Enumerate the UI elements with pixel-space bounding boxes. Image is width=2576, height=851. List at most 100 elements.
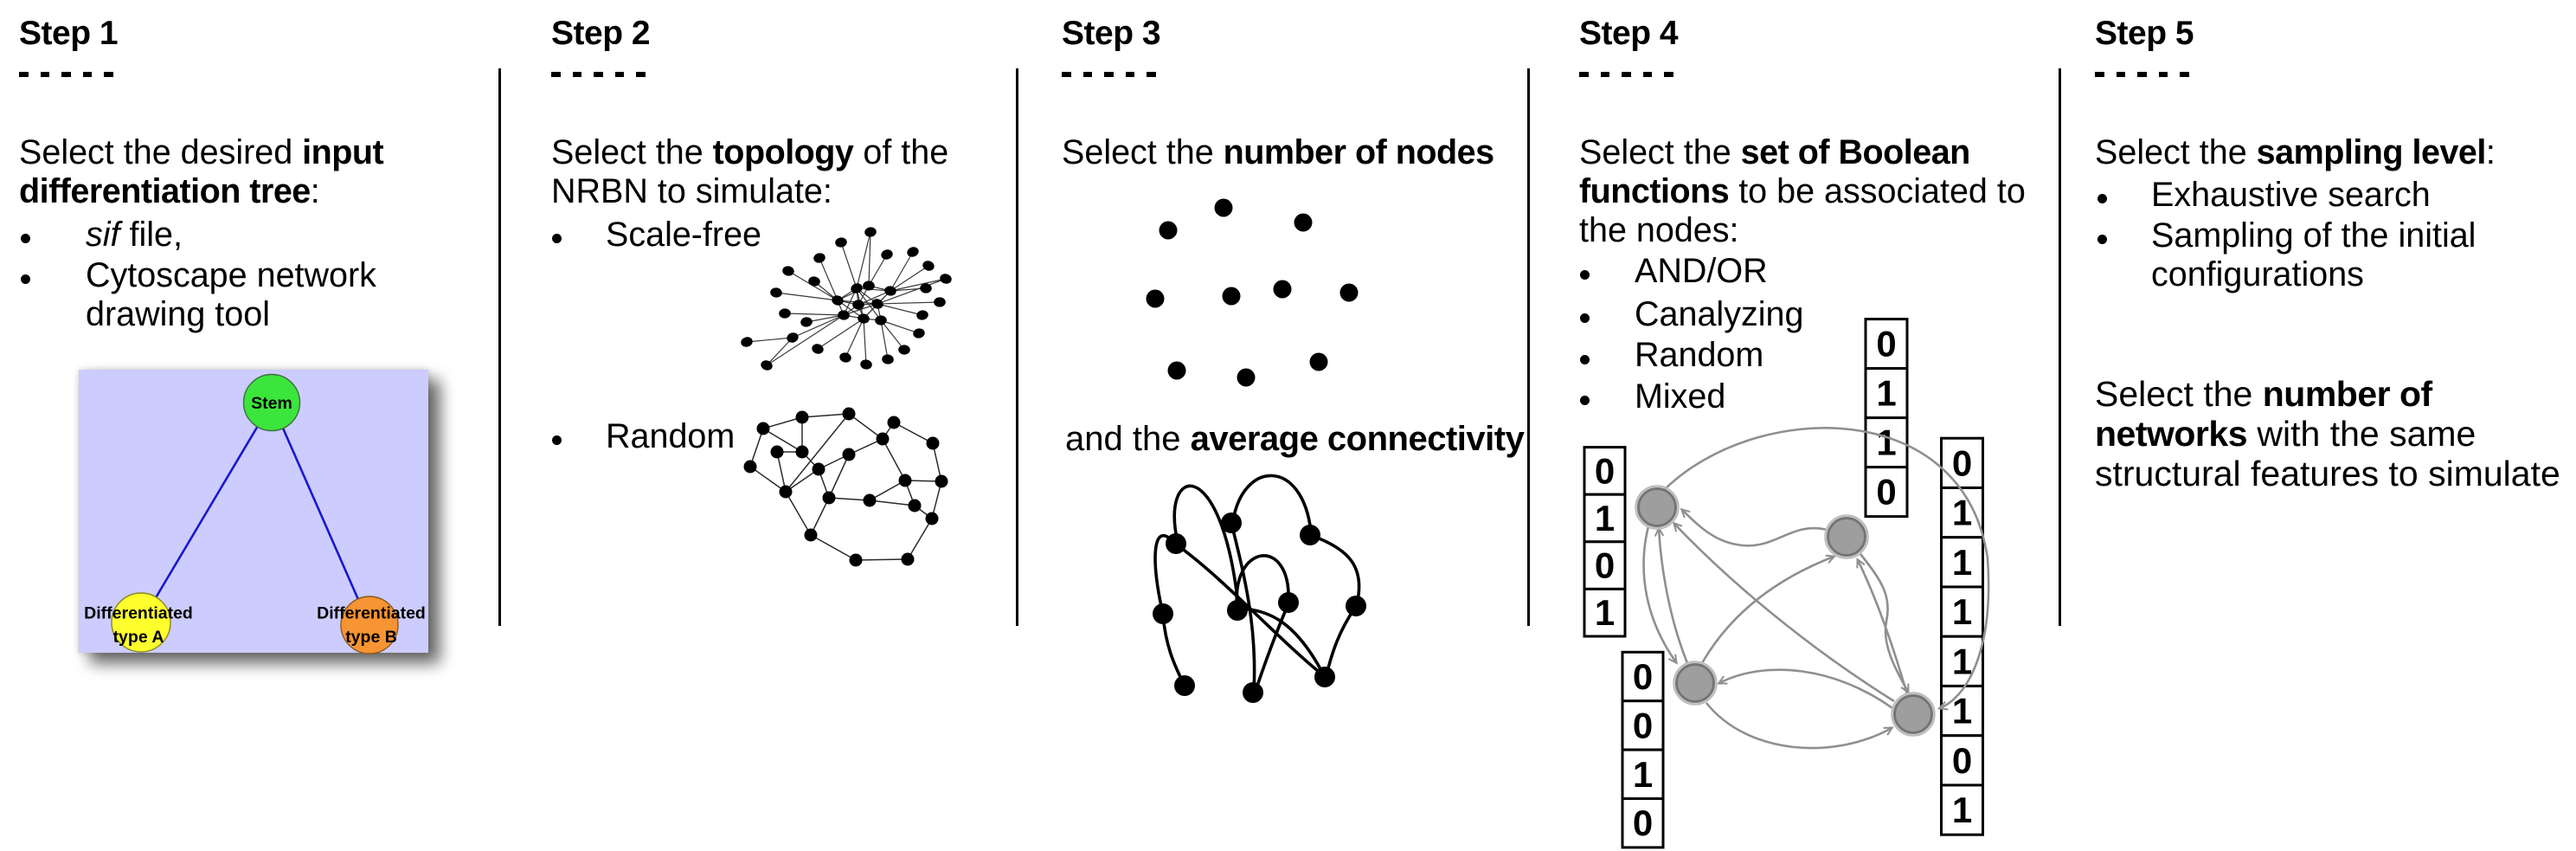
dash (1125, 72, 1134, 77)
network-edge (869, 500, 915, 506)
vector-cell-value: 1 (1952, 641, 1972, 681)
text-line: differentiation tree: (19, 172, 383, 211)
vector-cell (1940, 635, 1984, 687)
network-node (808, 276, 820, 287)
dash (1664, 72, 1673, 77)
network-node (741, 337, 753, 347)
network-node (876, 432, 890, 446)
vector-cell-value: 0 (1595, 545, 1615, 586)
network-node (795, 410, 809, 424)
boolean-edge (1659, 529, 1689, 664)
boolean-node-halo (1673, 661, 1718, 706)
dash (614, 72, 624, 77)
node-dot (1167, 361, 1186, 380)
step-1-bullet-cytoscape: Cytoscape network drawing tool (86, 256, 376, 334)
divider-2 (1016, 68, 1018, 626)
vector-cell (1583, 493, 1627, 544)
tangle-node (1153, 603, 1173, 624)
tangle-edge (1238, 607, 1327, 679)
text-segment: of the (853, 133, 949, 171)
network-edge (810, 534, 857, 561)
network-edge (801, 413, 850, 418)
network-edge (868, 254, 888, 287)
network-edge (880, 319, 889, 360)
boolean-node-halo (1635, 485, 1680, 530)
network-edge (792, 314, 845, 338)
network-edge (880, 319, 905, 351)
type-a-node (111, 592, 171, 653)
network-edge (890, 278, 947, 292)
text-line: Select the desired input (19, 133, 384, 172)
step-4-bullet-canalyzing: Canalyzing (1635, 294, 1804, 333)
dashed-separator (2095, 72, 2189, 77)
dash (40, 72, 49, 77)
vector-cell (1864, 318, 1909, 371)
network-edge (877, 278, 947, 305)
type-a-label-line2: type A (113, 628, 164, 647)
divider-4 (2059, 68, 2061, 626)
boolean-node (1827, 517, 1866, 557)
vector-cell (1583, 540, 1627, 590)
network-node (770, 287, 782, 298)
network-edge (845, 318, 864, 358)
text-segment: and the (1065, 420, 1191, 458)
vector-cell-value: 1 (1595, 498, 1615, 538)
vector-cell (1940, 585, 1984, 638)
network-node (926, 436, 940, 450)
network-edge (749, 428, 764, 467)
tangle-edge (1153, 534, 1176, 616)
vector-cell (1940, 783, 1984, 836)
bullet-icon (2097, 194, 2107, 203)
vector-cell-value: 0 (1595, 450, 1615, 491)
step-4-bullet-mixed: Mixed (1635, 377, 1726, 416)
network-edge (877, 303, 923, 316)
text-segment-bold: set of Boolean (1740, 133, 1971, 171)
step-2-bullet-scale-free: Scale-free (606, 216, 762, 254)
network-node (743, 460, 757, 474)
tangle-node (1346, 596, 1366, 616)
step-5-intro: Select the sampling level: (2095, 133, 2496, 172)
scale-free-nodes (741, 227, 952, 371)
dash (572, 72, 581, 77)
tangle-node (1227, 600, 1248, 621)
network-edge (746, 337, 793, 343)
text-line: and the average connectivity (1065, 420, 1525, 459)
type-b-node (340, 596, 399, 654)
network-node (832, 295, 844, 306)
node-dot (1214, 198, 1233, 217)
vector-cell-value: 0 (1876, 472, 1896, 513)
network-edge (785, 413, 850, 493)
boolean-nodes (1635, 485, 1936, 737)
network-edge (848, 413, 883, 440)
dash (551, 72, 561, 77)
vector-cell (1864, 466, 1909, 519)
network-node (901, 552, 915, 566)
vector-cell-value: 1 (1952, 493, 1972, 533)
step-2-title: Step 2 (551, 15, 651, 52)
node-dot (1273, 280, 1292, 299)
dash (82, 72, 92, 77)
network-node (935, 474, 948, 488)
network-edge (856, 287, 882, 321)
network-node (812, 462, 825, 476)
step-3-title: Step 3 (1062, 15, 1161, 52)
text-segment-bold: functions (1579, 172, 1730, 210)
dashed-separator (19, 72, 113, 77)
boolean-edge (1719, 668, 1893, 710)
tangle-edges (1153, 474, 1361, 693)
step-5-bullet-sampling: Sampling of the initial configurations (2151, 216, 2476, 294)
network-node (908, 499, 922, 513)
dash (1642, 72, 1652, 77)
network-node (852, 300, 864, 310)
boolean-node (1637, 487, 1677, 527)
network-node (934, 297, 946, 307)
network-node (887, 416, 901, 429)
bullet-line: configurations (2151, 255, 2364, 293)
vector-cell-value: 1 (1952, 542, 1972, 583)
network-node (940, 274, 952, 284)
text-segment: : (310, 172, 320, 210)
tree-edge-a (139, 402, 273, 623)
network-node (871, 299, 883, 309)
dash (19, 72, 29, 77)
